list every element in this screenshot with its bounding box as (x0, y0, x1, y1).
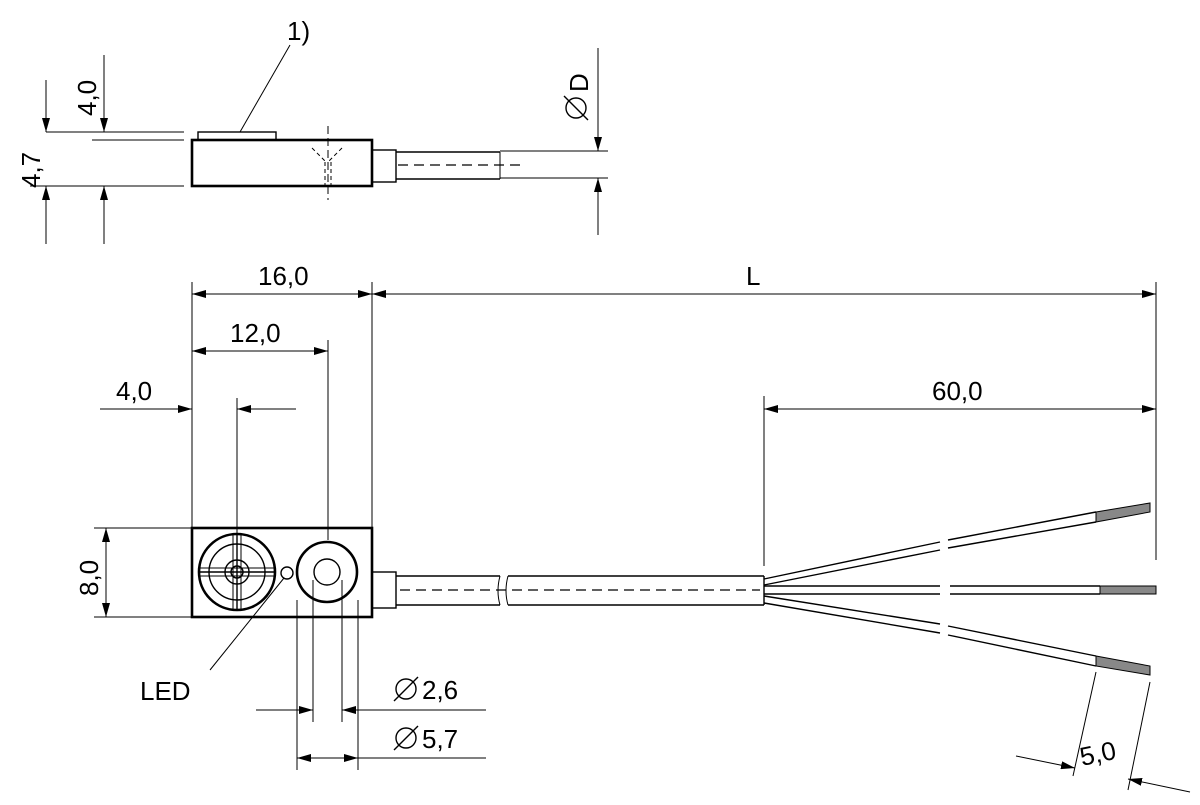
wire-top (763, 502, 1151, 586)
diameter-icon (393, 725, 419, 751)
led-label: LED (140, 676, 191, 706)
length-top-dimensions (191, 282, 1157, 560)
length-led-dimension (100, 398, 296, 534)
width-body-label: 8,0 (74, 560, 104, 596)
diameter-outer-label: 5,7 (422, 724, 458, 754)
diameter-inner-label: 2,6 (422, 675, 458, 705)
led-indicator (280, 566, 294, 580)
led-leader (209, 577, 285, 671)
wire-end-dimension (1015, 671, 1191, 793)
top-cable (396, 575, 765, 606)
diameter-icon (563, 95, 589, 121)
wire-bottom (763, 595, 1151, 676)
side-led-bump (197, 131, 277, 141)
note-leader (239, 44, 291, 133)
width-body-dimension (94, 527, 192, 618)
side-cable (396, 150, 608, 180)
length-hole-dimension (192, 340, 329, 540)
top-view: LED (74, 261, 1191, 793)
wire-middle (764, 585, 1157, 595)
height-total-label: 4,7 (16, 152, 46, 188)
side-body (190, 138, 374, 188)
diameter-d-label: D (564, 73, 594, 92)
height-dimensions (30, 55, 184, 244)
length-strip-dimension (763, 396, 1156, 566)
length-hole-label: 12,0 (230, 318, 281, 348)
sensing-face (197, 532, 277, 612)
length-body-label: 16,0 (258, 261, 309, 291)
wire-end-label: 5,0 (1077, 735, 1119, 772)
side-view: 1) 4,0 4,7 D (16, 16, 608, 244)
mounting-hole (295, 540, 359, 604)
hole-diameter-dimensions (256, 580, 486, 770)
height-top-label: 4,0 (72, 80, 102, 116)
side-countersink (311, 126, 343, 200)
top-cable-gland (371, 571, 397, 609)
note-label: 1) (287, 16, 310, 46)
length-led-label: 4,0 (116, 376, 152, 406)
side-cable-gland (371, 149, 397, 183)
length-strip-label: 60,0 (932, 376, 983, 406)
diameter-icon (393, 676, 419, 702)
length-cable-label: L (746, 261, 760, 291)
